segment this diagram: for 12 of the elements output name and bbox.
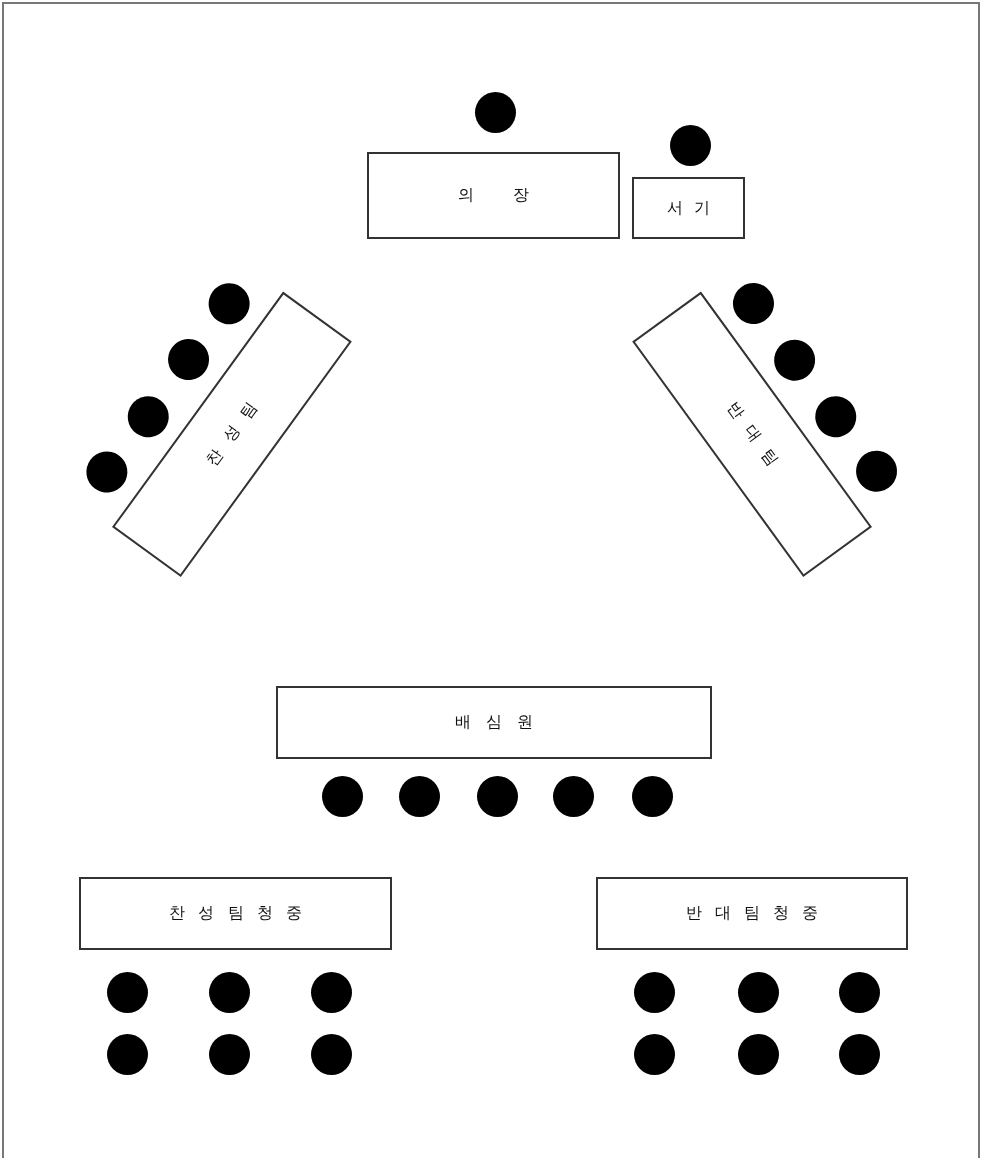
table-box — [276, 686, 712, 759]
table-label: 찬 성 팀 — [201, 397, 262, 470]
table-box — [367, 152, 620, 239]
table-label: 배 심 원 — [454, 712, 534, 733]
table-label: 반 대 팀 청 중 — [685, 903, 819, 924]
table-box — [79, 877, 392, 950]
table-box — [632, 177, 745, 239]
table-label: 찬 성 팀 청 중 — [169, 903, 302, 924]
table-label: 의 장 — [457, 185, 530, 206]
table-label: 서 기 — [666, 197, 711, 219]
table-box — [596, 877, 908, 950]
table-label: 반 대 팀 — [722, 397, 783, 470]
